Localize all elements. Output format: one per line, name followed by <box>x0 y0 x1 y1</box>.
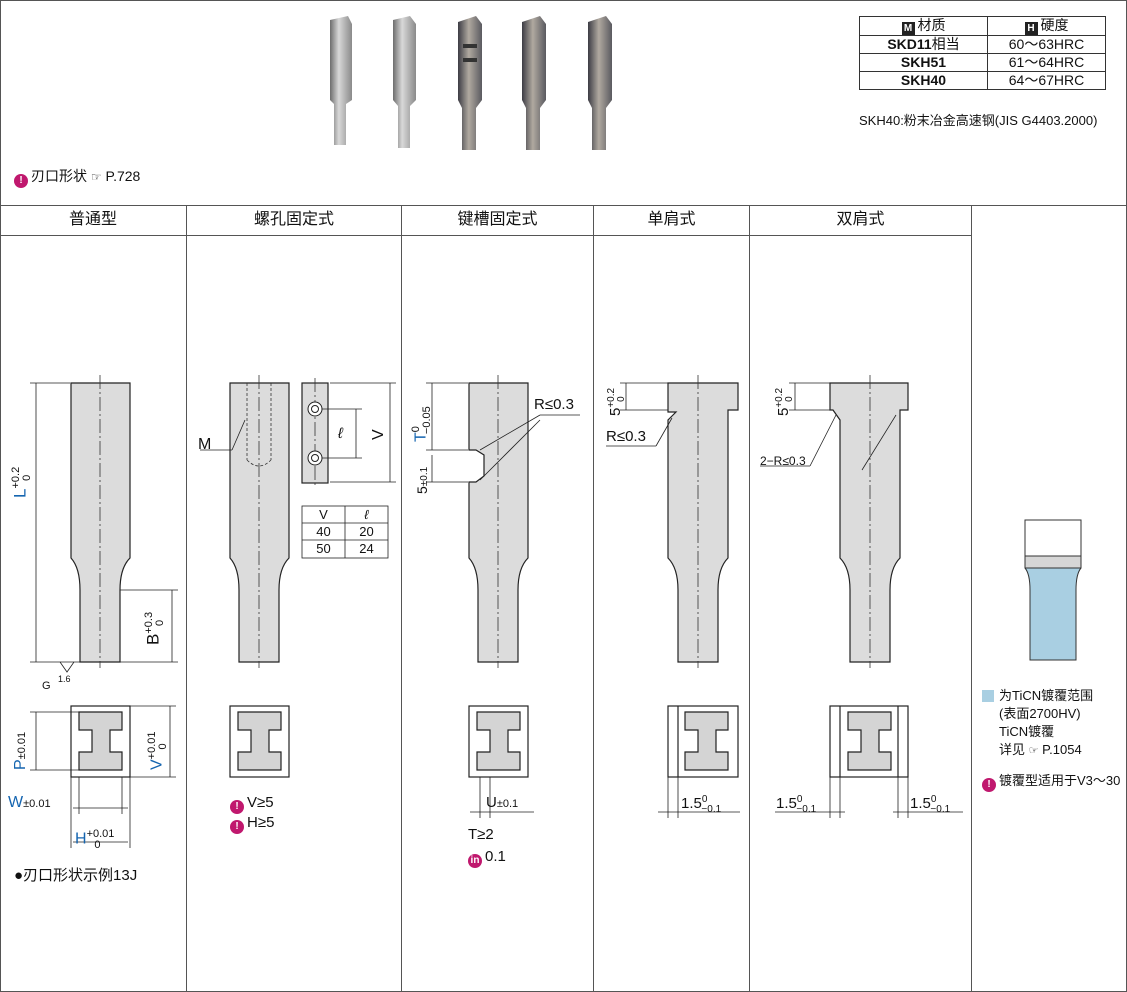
grid-top-line <box>0 205 1127 206</box>
normal-G-label: G <box>42 680 51 692</box>
coating-note: !镀覆型适用于V3～30 <box>982 770 1120 792</box>
screw-condition-v: !V≥5 <box>230 794 274 814</box>
edge-shape-reference[interactable]: !刃口形状 ☞ P.728 <box>14 166 140 188</box>
key-U-label: U±0.1 <box>486 794 519 811</box>
column-divider <box>593 205 594 992</box>
alert-icon: ! <box>982 778 996 792</box>
single-shoulder-body <box>667 382 739 663</box>
column-divider <box>186 205 187 992</box>
column-header-single-shoulder: 单肩式 <box>594 205 749 236</box>
screw-V-label: V <box>370 429 387 440</box>
normal-B-label: B+0.30 <box>143 611 167 645</box>
coating-reference[interactable]: 详见 ☞ P.1054 <box>999 742 1082 757</box>
normal-L-label: L+0.20 <box>10 466 34 498</box>
coating-illustration <box>1024 519 1082 661</box>
double-dim-left: 1.50−0.1 <box>776 794 817 815</box>
normal-V-label: V+0.010 <box>146 731 169 770</box>
column-header-key: 键槽固定式 <box>402 205 593 236</box>
double-dim-right: 1.50−0.1 <box>910 794 951 815</box>
m-badge-icon: M <box>901 22 915 35</box>
screw-M-label: M <box>198 436 212 453</box>
single-dim-label: 1.50−0.1 <box>681 794 722 815</box>
inner-icon: in <box>468 854 482 868</box>
punch-photo-3 <box>458 16 482 150</box>
punch-photo-4 <box>522 16 546 150</box>
double-five-label: 5+0.20 <box>774 387 795 416</box>
key-T-condition: T≥2 <box>468 826 494 843</box>
double-shoulder-body <box>829 382 909 663</box>
screw-table-cell: 24 <box>359 541 374 556</box>
screw-table-cell: 50 <box>316 541 331 556</box>
column-header-screw: 螺孔固定式 <box>187 205 401 236</box>
double-R-label: 2−R≤0.3 <box>760 454 806 468</box>
hand-pointer-icon: ☞ <box>1028 745 1039 757</box>
punch-photo-1 <box>330 16 352 145</box>
column-divider <box>971 205 972 992</box>
screw-table-header-ell: ℓ <box>364 507 369 522</box>
normal-H-label: H+0.010 <box>75 828 115 851</box>
roughness-value: 1.6 <box>58 674 71 684</box>
alert-icon: ! <box>230 800 244 814</box>
screw-condition-h: !H≥5 <box>230 814 274 834</box>
table-row: SKH51 61～64HRC <box>859 53 1106 72</box>
key-five-label: 5±0.1 <box>414 466 430 494</box>
h-badge-icon: H <box>1024 22 1038 35</box>
key-punch-body <box>468 382 529 663</box>
column-header-double-shoulder: 双肩式 <box>750 205 971 236</box>
normal-punch-body <box>70 382 131 663</box>
alert-icon: ! <box>14 174 28 188</box>
screw-dimension-table <box>301 505 389 559</box>
table-row: SKH40 64～67HRC <box>859 71 1106 90</box>
screw-ell-label: ℓ <box>338 425 343 442</box>
screw-punch-body <box>229 382 290 663</box>
screw-table-cell: 40 <box>316 524 331 539</box>
screw-table-header-v: V <box>319 507 328 522</box>
cross-sections <box>70 705 909 778</box>
material-footnote: SKH40:粉末冶金高速钢(JIS G4403.2000) <box>859 113 1098 128</box>
coating-legend: 为TiCN镀覆范围 (表面2700HV) TiCN镀覆 详见 ☞ P.1054 <box>999 687 1093 760</box>
column-divider <box>401 205 402 992</box>
key-T-label: T0−0.05 <box>410 406 433 442</box>
alert-icon: ! <box>230 820 244 834</box>
screw-table-cell: 20 <box>359 524 374 539</box>
edge-shape-example: ●刃口形状示例13J <box>14 867 138 884</box>
punch-photo-5 <box>588 16 612 150</box>
punch-photo-2 <box>393 16 416 148</box>
normal-P-label: P±0.01 <box>12 731 29 770</box>
single-R-label: R≤0.3 <box>606 428 646 445</box>
coating-legend-swatch <box>982 690 994 702</box>
column-header-normal: 普通型 <box>0 205 186 236</box>
key-R-label: R≤0.3 <box>534 396 574 413</box>
column-divider <box>749 205 750 992</box>
hand-pointer-icon: ☞ <box>90 170 102 184</box>
single-five-label: 5+0.20 <box>606 387 627 416</box>
normal-W-label: W±0.01 <box>8 794 51 811</box>
